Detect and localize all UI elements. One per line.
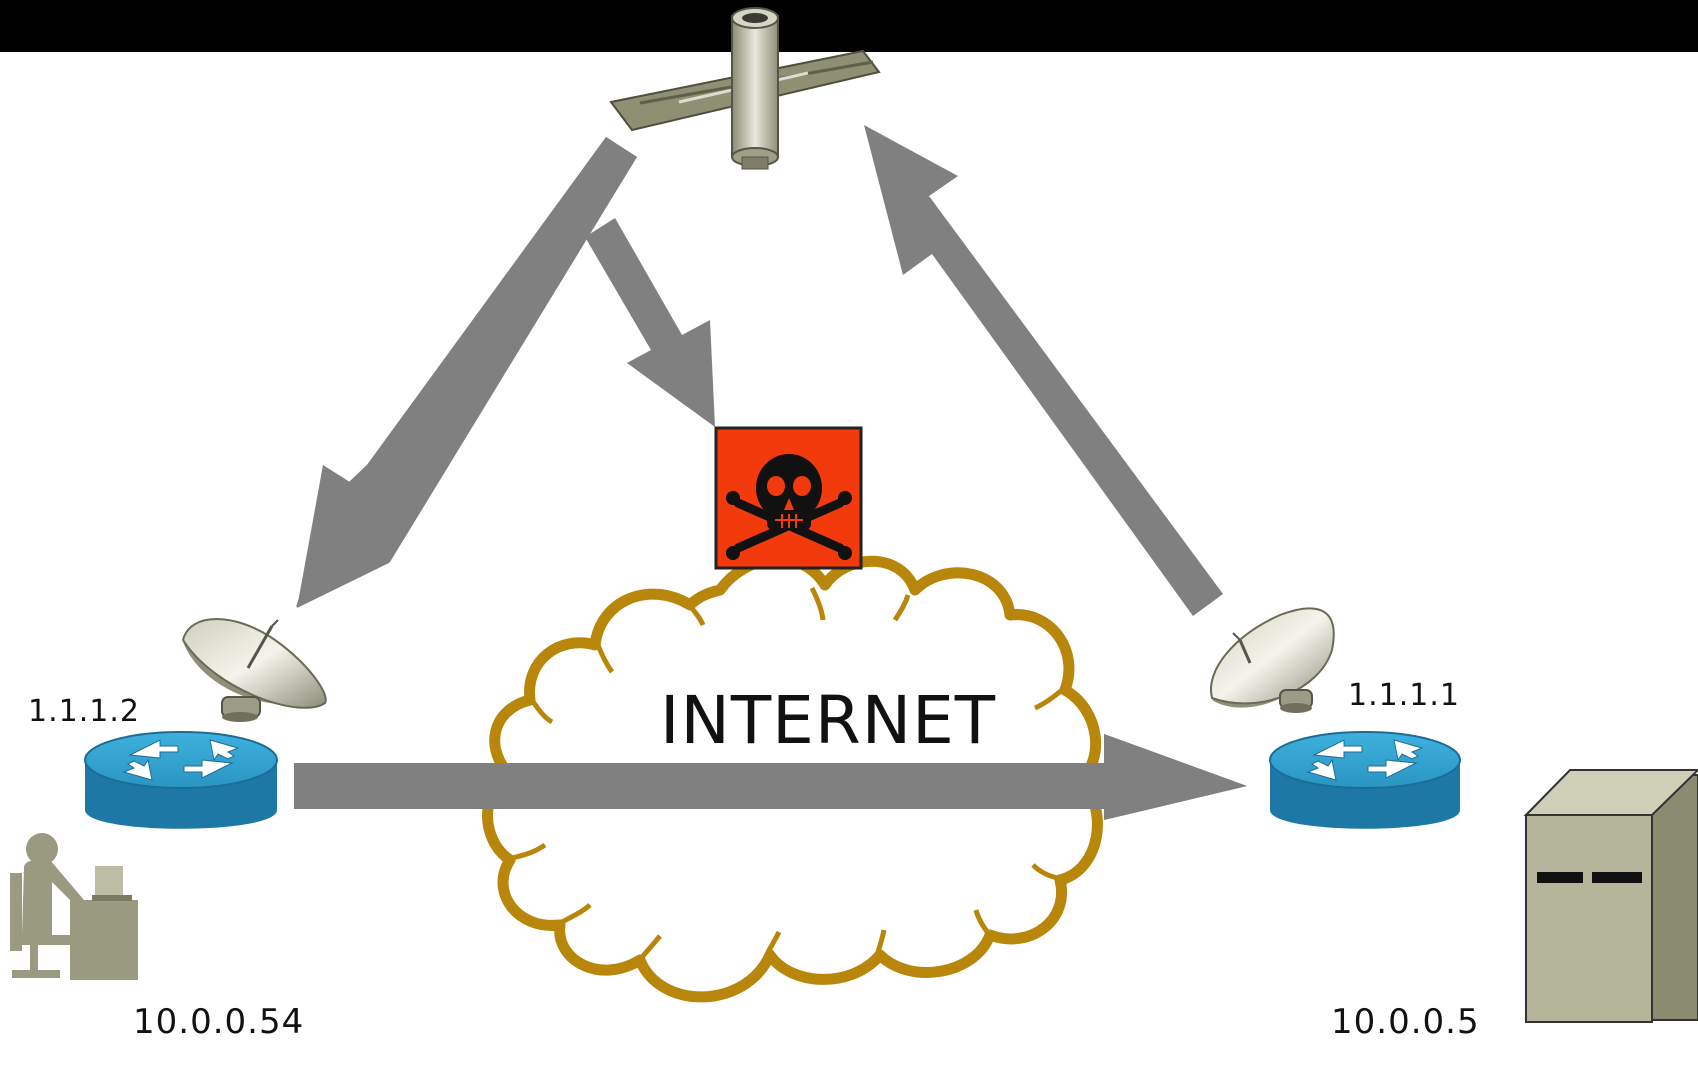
top-bar xyxy=(0,0,1698,52)
left-router-ip-label: 1.1.1.2 xyxy=(28,694,140,729)
internet-label: INTERNET xyxy=(660,682,997,759)
left-router-icon xyxy=(84,731,278,829)
left-satellite-dish-icon xyxy=(181,618,327,722)
server-ip-label: 10.0.0.5 xyxy=(1331,1002,1480,1042)
satellite-icon xyxy=(609,7,881,170)
server-tower-icon xyxy=(1523,769,1698,1023)
right-router-icon xyxy=(1269,731,1461,829)
client-ip-label: 10.0.0.54 xyxy=(133,1002,305,1042)
arrow-left-router-to-right-router-overlay xyxy=(294,734,1247,820)
workstation-user-icon xyxy=(10,833,138,980)
right-router-ip-label: 1.1.1.1 xyxy=(1348,678,1460,713)
arrow-satellite-to-attacker xyxy=(585,218,715,427)
arrow-right-dish-to-satellite xyxy=(864,125,1223,616)
arrow-satellite-to-left-dish xyxy=(296,137,637,608)
right-satellite-dish-icon xyxy=(1210,607,1335,713)
skull-crossbones-icon xyxy=(714,426,863,570)
